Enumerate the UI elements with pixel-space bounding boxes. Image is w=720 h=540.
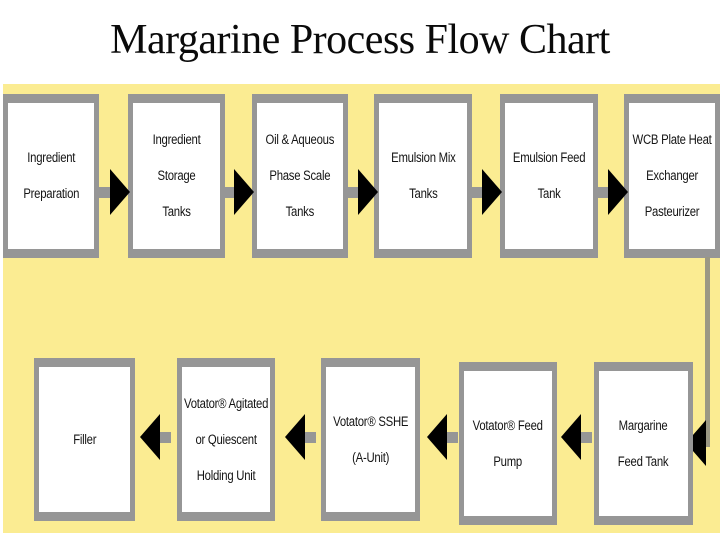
arrow-stem: [597, 186, 608, 198]
arrow-stem: [471, 186, 482, 198]
process-box-votator-sshe-a-unit: Votator® SSHE (A-Unit): [321, 358, 420, 521]
arrow-stem: [581, 431, 592, 443]
flow-arrow-right-icon: [99, 169, 130, 215]
flow-arrow-left-icon: [561, 414, 592, 460]
process-box-votator-feed-pump: Votator® Feed Pump: [459, 362, 557, 525]
arrow-head-icon: [358, 169, 378, 215]
arrow-stem: [305, 431, 316, 443]
flow-arrow-left-icon: [140, 414, 171, 460]
arrow-head-icon: [285, 414, 305, 460]
process-box-label: Votator® SSHE (A-Unit): [332, 413, 409, 465]
process-box-emulsion-feed-tank: Emulsion Feed Tank: [500, 94, 598, 258]
process-box-label: Oil & Aqueous Phase Scale Tanks: [265, 132, 335, 219]
arrow-stem: [223, 186, 234, 198]
process-box-ingredient-storage-tanks: Ingredient Storage Tanks: [128, 94, 225, 258]
arrow-head-icon: [110, 169, 130, 215]
arrow-stem: [160, 431, 171, 443]
process-box-label: Votator® Feed Pump: [472, 417, 544, 469]
page-title: Margarine Process Flow Chart: [110, 17, 610, 63]
process-box-label: Emulsion Mix Tanks: [390, 150, 456, 201]
flow-arrow-right-icon: [471, 169, 502, 215]
process-box-label: Margarine Feed Tank: [618, 417, 669, 469]
feed-connector-line: [705, 257, 710, 447]
flow-arrow-left-icon: [285, 414, 316, 460]
process-box-margarine-feed-tank: Margarine Feed Tank: [594, 362, 693, 525]
process-box-label: Ingredient Storage Tanks: [152, 132, 201, 219]
flow-arrow-right-icon: [597, 169, 628, 215]
process-box-emulsion-mix-tanks: Emulsion Mix Tanks: [374, 94, 472, 258]
arrow-head-icon: [561, 414, 581, 460]
process-box-ingredient-preparation: Ingredient Preparation: [3, 94, 99, 258]
arrow-head-icon: [427, 414, 447, 460]
arrow-stem: [347, 186, 358, 198]
process-box-label: WCB Plate Heat Exchanger Pasteurizer: [632, 132, 712, 219]
process-box-wcb-plate-heat-exchanger-pasteurizer: WCB Plate Heat Exchanger Pasteurizer: [624, 94, 720, 258]
process-box-oil-aqueous-phase-scale-tanks: Oil & Aqueous Phase Scale Tanks: [252, 94, 348, 258]
arrow-stem: [99, 186, 110, 198]
process-box-label: Emulsion Feed Tank: [512, 150, 586, 201]
process-box-votator-agitated-quiescent-holding-unit: Votator® Agitated or Quiescent Holding U…: [177, 358, 275, 521]
process-box-label: Votator® Agitated or Quiescent Holding U…: [183, 395, 269, 483]
arrow-head-icon: [234, 169, 254, 215]
arrow-head-icon: [140, 414, 160, 460]
process-box-filler: Filler: [34, 358, 135, 521]
flow-arrow-left-icon: [427, 414, 458, 460]
flowchart-canvas: Ingredient Preparation Ingredient Storag…: [3, 84, 720, 533]
arrow-head-icon: [608, 169, 628, 215]
arrow-head-icon: [482, 169, 502, 215]
arrow-stem: [447, 431, 458, 443]
process-box-label: Ingredient Preparation: [23, 150, 79, 201]
flow-arrow-right-icon: [347, 169, 378, 215]
process-box-label: Filler: [72, 431, 97, 447]
flow-arrow-right-icon: [223, 169, 254, 215]
